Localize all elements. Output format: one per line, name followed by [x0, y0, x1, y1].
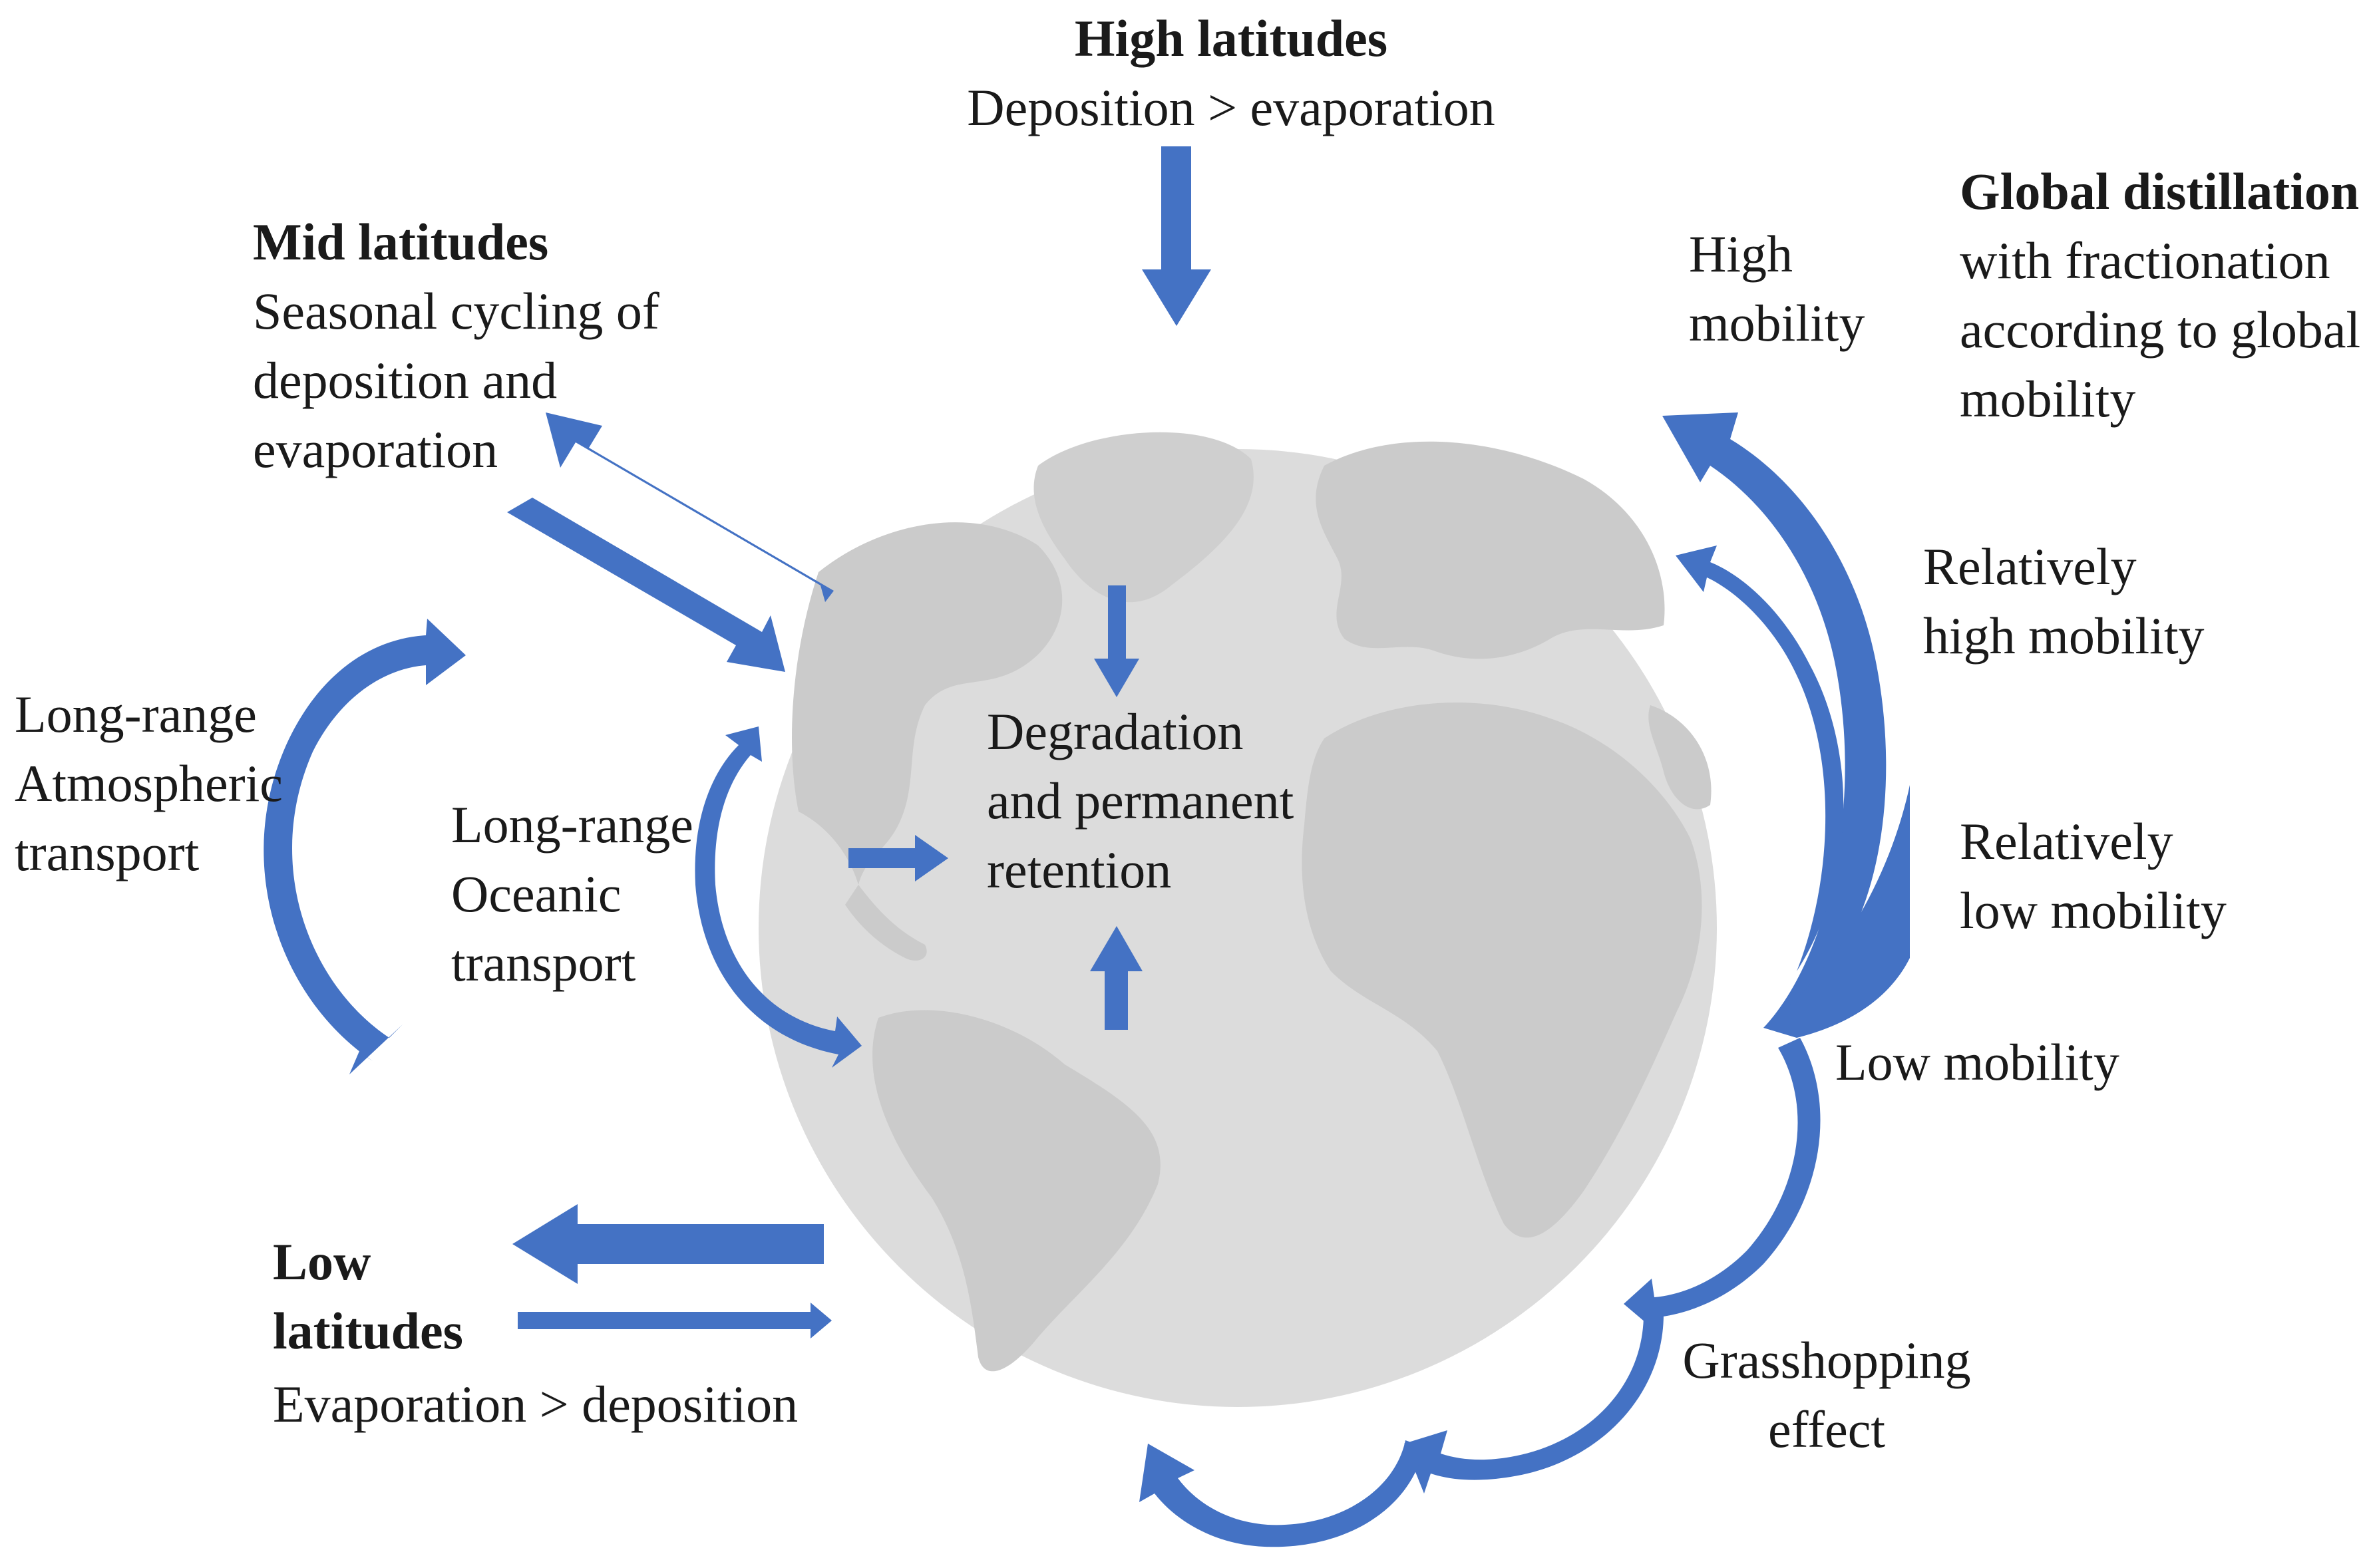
global-distillation-label: Global distillation with fractionation a…	[1960, 157, 2360, 434]
degradation-line: retention	[987, 841, 1172, 899]
oceanic-transport-line: Oceanic	[451, 865, 622, 923]
relatively-low-mobility-line: low mobility	[1960, 881, 2227, 939]
grasshopping-arrow-icon	[1139, 1440, 1424, 1547]
deposition-arrow-icon	[507, 498, 785, 672]
degradation-right-arrow-icon	[848, 835, 948, 881]
atmospheric-transport-line: Long-range	[15, 685, 257, 743]
grasshopping-arrow-icon	[1404, 1314, 1664, 1493]
relatively-low-mobility-label: Relatively low mobility	[1960, 807, 2227, 945]
deposition-down-arrow-icon	[1142, 146, 1211, 326]
degradation-down-arrow-icon	[1094, 585, 1139, 697]
low-latitudes-desc: Evaporation > deposition	[273, 1375, 799, 1433]
grasshopping-line: effect	[1767, 1400, 1886, 1458]
oceanic-transport-line: Long-range	[451, 796, 693, 854]
atmospheric-transport-line: transport	[15, 824, 200, 881]
world-globe-icon	[759, 432, 1717, 1407]
grasshopping-label: Grasshopping effect	[1664, 1326, 1990, 1464]
high-mobility-label: High mobility	[1689, 220, 1865, 358]
low-latitudes-title: Low	[273, 1233, 371, 1291]
evaporation-arrow-icon	[546, 412, 834, 602]
high-latitudes-label: High latitudes Deposition > evaporation	[965, 4, 1497, 142]
grasshopping-line: Grasshopping	[1682, 1331, 1971, 1389]
relatively-high-mobility-line: Relatively	[1923, 538, 2137, 595]
degradation-label: Degradation and permanent retention	[987, 697, 1294, 905]
relatively-low-mobility-line: Relatively	[1960, 812, 2173, 870]
global-distillation-line: with fractionation	[1960, 232, 2330, 289]
relatively-high-mobility-line: high mobility	[1923, 607, 2205, 665]
low-mobility-arrow-icon	[1624, 1038, 1821, 1334]
oceanic-transport-line: transport	[451, 934, 636, 992]
degradation-line: Degradation	[987, 703, 1244, 760]
low-latitudes-label: Low latitudes Evaporation > deposition	[273, 1227, 798, 1439]
degradation-up-arrow-icon	[1090, 926, 1143, 1030]
high-latitudes-desc: Deposition > evaporation	[967, 78, 1495, 136]
global-distillation-title: Global distillation	[1960, 162, 2360, 220]
global-distillation-line: mobility	[1960, 370, 2136, 428]
relatively-high-mobility-arrow-icon	[1676, 546, 1844, 971]
low-latitudes-title: latitudes	[273, 1302, 464, 1360]
relatively-low-mobility-arrow-icon	[1763, 785, 1910, 1038]
atmospheric-transport-line: Atmospheric	[15, 754, 283, 812]
mid-latitudes-line: Seasonal cycling of	[253, 282, 659, 340]
mid-latitudes-title: Mid latitudes	[253, 213, 549, 271]
relatively-high-mobility-label: Relatively high mobility	[1923, 532, 2205, 671]
mid-latitudes-label: Mid latitudes Seasonal cycling of deposi…	[253, 208, 659, 484]
low-mobility-label: Low mobility	[1835, 1033, 2119, 1091]
high-latitudes-title: High latitudes	[1074, 9, 1388, 67]
atmospheric-transport-arrow-icon	[264, 619, 466, 1074]
deposition-right-arrow-icon	[518, 1303, 832, 1338]
high-mobility-arrow-icon	[1662, 412, 1887, 1028]
high-mobility-line: High	[1689, 225, 1793, 283]
oceanic-transport-label: Long-range Oceanic transport	[451, 790, 693, 998]
high-mobility-line: mobility	[1689, 294, 1865, 352]
oceanic-transport-arrow-icon	[695, 726, 862, 1068]
degradation-line: and permanent	[987, 772, 1294, 830]
evaporation-left-arrow-icon	[512, 1204, 824, 1284]
atmospheric-transport-label: Long-range Atmospheric transport	[15, 680, 283, 887]
mid-latitudes-line: evaporation	[253, 420, 498, 478]
global-distillation-line: according to global	[1960, 301, 2361, 359]
mid-latitudes-line: deposition and	[253, 351, 558, 409]
